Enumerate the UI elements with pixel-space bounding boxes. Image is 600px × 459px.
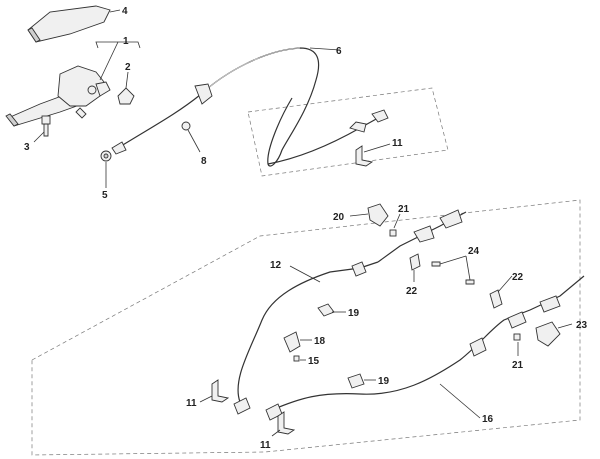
front-cable bbox=[111, 47, 389, 167]
callout-22-left: 22 bbox=[406, 286, 418, 297]
callout-11-upper: 11 bbox=[392, 138, 403, 149]
rear-cable-right bbox=[265, 275, 585, 421]
callout-8: 8 bbox=[201, 156, 207, 167]
bolt-21-upper bbox=[389, 213, 401, 237]
upper-group-outline bbox=[247, 87, 449, 177]
lower-group-outline bbox=[31, 199, 581, 456]
bracket-11-upper bbox=[355, 143, 391, 167]
bolt-21-lower bbox=[513, 333, 521, 356]
callout-19-lower: 19 bbox=[378, 376, 390, 387]
clip-22-right bbox=[489, 275, 513, 309]
bracket-18 bbox=[283, 331, 312, 353]
clip-19-upper bbox=[317, 303, 346, 317]
grommet-8 bbox=[181, 121, 201, 153]
callout-21-upper: 21 bbox=[398, 204, 410, 215]
bracket-11-lower-left bbox=[199, 379, 230, 403]
lever-grip-cover bbox=[27, 5, 121, 43]
lever-bolt bbox=[33, 115, 51, 143]
callout-19-upper: 19 bbox=[348, 308, 360, 319]
callout-24: 24 bbox=[468, 246, 480, 257]
callout-1: 1 bbox=[123, 36, 129, 47]
guide-20 bbox=[349, 203, 389, 227]
callout-12: 12 bbox=[270, 260, 282, 271]
handbrake-lever-assembly bbox=[5, 41, 141, 127]
callout-20: 20 bbox=[333, 212, 345, 223]
callout-15: 15 bbox=[308, 356, 320, 367]
callout-23: 23 bbox=[576, 320, 588, 331]
clip-19-lower bbox=[347, 373, 376, 389]
bolts-24 bbox=[431, 255, 475, 285]
callout-3: 3 bbox=[24, 142, 30, 153]
bolt-15 bbox=[293, 355, 306, 362]
bracket-23 bbox=[535, 321, 573, 347]
bracket-11-lower-right bbox=[271, 411, 296, 437]
callout-16: 16 bbox=[482, 414, 494, 425]
nut-5 bbox=[100, 150, 112, 188]
callout-11-lower-left: 11 bbox=[186, 398, 197, 409]
callout-5: 5 bbox=[102, 190, 108, 201]
callout-18: 18 bbox=[314, 336, 326, 347]
rear-cable-left bbox=[233, 209, 467, 415]
callout-6: 6 bbox=[336, 46, 342, 57]
adjuster-clip bbox=[117, 71, 135, 105]
callout-11-lower-right: 11 bbox=[260, 440, 271, 451]
callout-22-right: 22 bbox=[512, 272, 524, 283]
callout-21-lower: 21 bbox=[512, 360, 524, 371]
callout-4: 4 bbox=[122, 6, 128, 17]
clip-22-left bbox=[409, 253, 421, 282]
callout-2: 2 bbox=[125, 62, 131, 73]
